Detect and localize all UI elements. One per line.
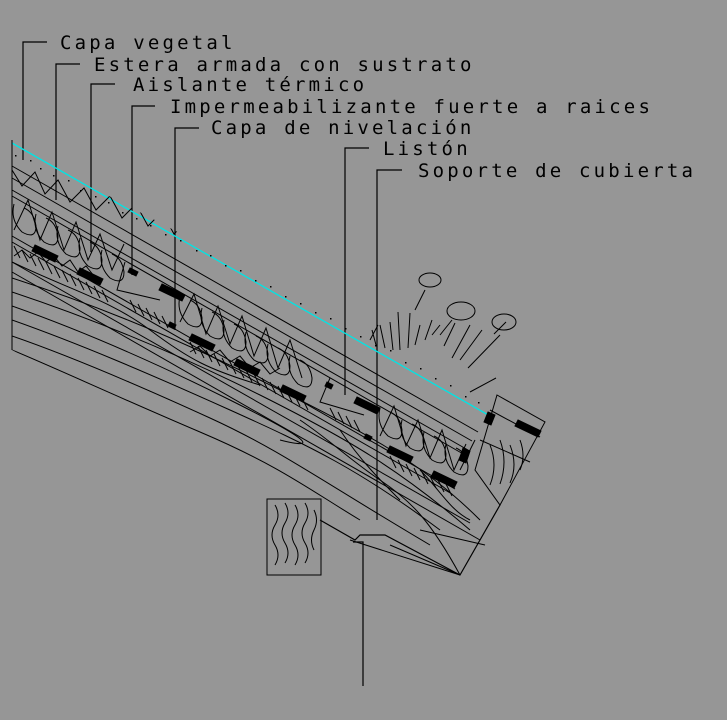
plant-leaf-3: [491, 313, 517, 331]
label-capa-nivelacion: Capa de nivelación: [211, 117, 475, 139]
batten-1: [116, 261, 161, 301]
label-capa-vegetal: Capa vegetal: [60, 32, 236, 54]
leader-liston: [344, 147, 369, 395]
layer-lines: [11, 165, 481, 541]
estera-hatch: [12, 169, 473, 323]
label-soporte-cubierta: Soporte de cubierta: [418, 160, 696, 182]
leader-aislante: [90, 83, 115, 252]
support-post: [353, 541, 364, 686]
label-impermeabilizante: Impermeabilizante fuerte a raices: [170, 96, 653, 118]
substrate-dots: [15, 155, 480, 404]
label-aislante-termico: Aislante térmico: [133, 74, 367, 96]
leader-impermeabilizante: [131, 105, 155, 275]
plant-leaf-2: [446, 301, 476, 321]
label-liston: Listón: [383, 138, 471, 160]
vegetation-plants: [369, 272, 517, 393]
roof-deck-outline: [11, 140, 501, 576]
label-estera-armada: Estera armada con sustrato: [94, 54, 475, 76]
leader-soporte: [376, 169, 402, 520]
leveling-layer-hatch: [13, 245, 453, 497]
waterproofing-membrane: [31, 244, 542, 489]
leader-capa-vegetal: [22, 41, 47, 160]
vegetation-surface-line: [11, 142, 491, 417]
labels: Capa vegetal Estera armada con sustrato …: [60, 32, 696, 182]
leader-estera: [55, 63, 80, 200]
wood-grain: [12, 261, 481, 575]
leader-nivelacion: [174, 127, 199, 330]
label-leaders: [22, 41, 402, 520]
plant-leaf-1: [418, 272, 442, 288]
insulation-hatch: [12, 198, 469, 476]
eaves-fascia: [474, 394, 546, 506]
support-beam: [266, 498, 322, 576]
